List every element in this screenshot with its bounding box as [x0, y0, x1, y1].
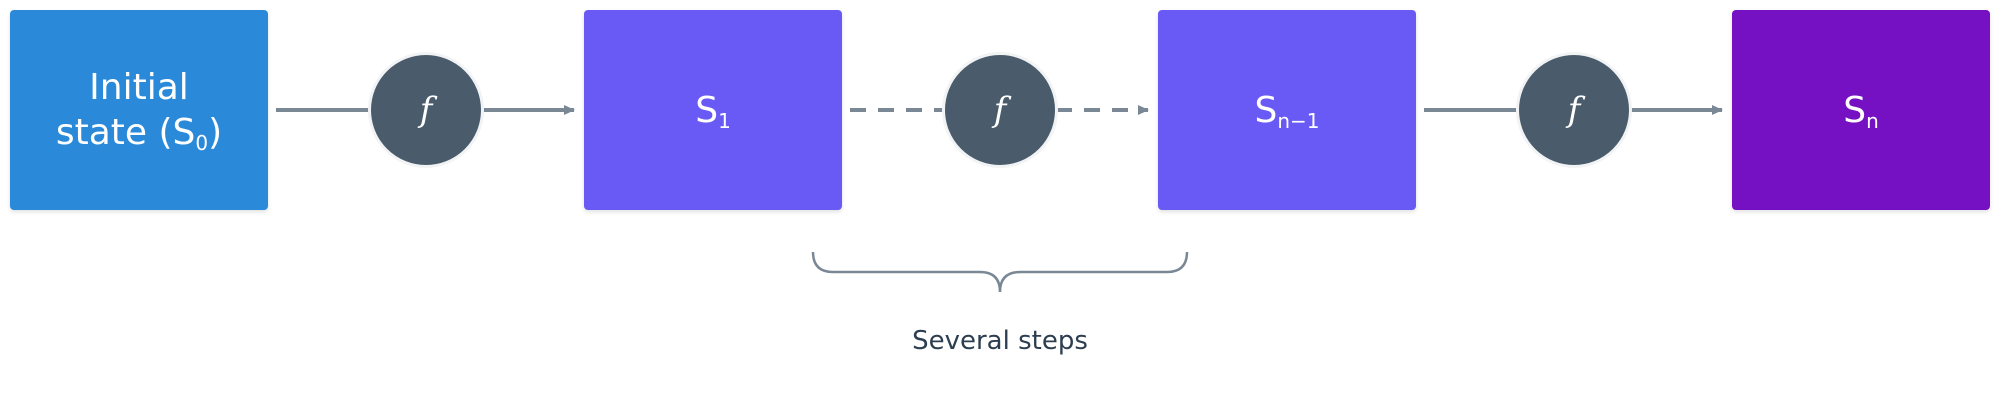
state-sn-minus-1-subscript: n−1 [1277, 108, 1320, 133]
state-sn-minus-1-label: Sn−1 [1254, 88, 1319, 133]
state-sn-minus-1-main: S [1254, 89, 1278, 131]
state-s1-main: S [695, 89, 719, 131]
function-node-2-label: f [993, 90, 1007, 130]
initial-state-subscript: 0 [195, 131, 209, 155]
function-node-3: f [1516, 52, 1632, 168]
function-node-1: f [368, 52, 484, 168]
state-sn-main: S [1843, 89, 1867, 131]
initial-state-line1: Initial [89, 67, 189, 108]
initial-state-box: Initial state (S0) [10, 10, 268, 210]
function-node-3-label: f [1567, 90, 1581, 130]
state-sn-label: Sn [1843, 88, 1879, 133]
initial-state-label: Initial state (S0) [56, 65, 222, 155]
state-s1-subscript: 1 [718, 108, 731, 133]
state-sn-box: Sn [1732, 10, 1990, 210]
function-node-1-label: f [419, 90, 433, 130]
state-s1-label: S1 [695, 88, 731, 133]
initial-state-line2: state (S0) [56, 110, 222, 155]
several-steps-caption: Several steps [912, 326, 1088, 356]
initial-state-text: state (S [55, 112, 196, 153]
state-sn-subscript: n [1866, 108, 1879, 133]
state-s1-box: S1 [584, 10, 842, 210]
several-steps-brace [811, 251, 1189, 293]
state-sn-minus-1-box: Sn−1 [1158, 10, 1416, 210]
function-node-2: f [942, 52, 1058, 168]
initial-state-close-paren: ) [208, 112, 223, 153]
